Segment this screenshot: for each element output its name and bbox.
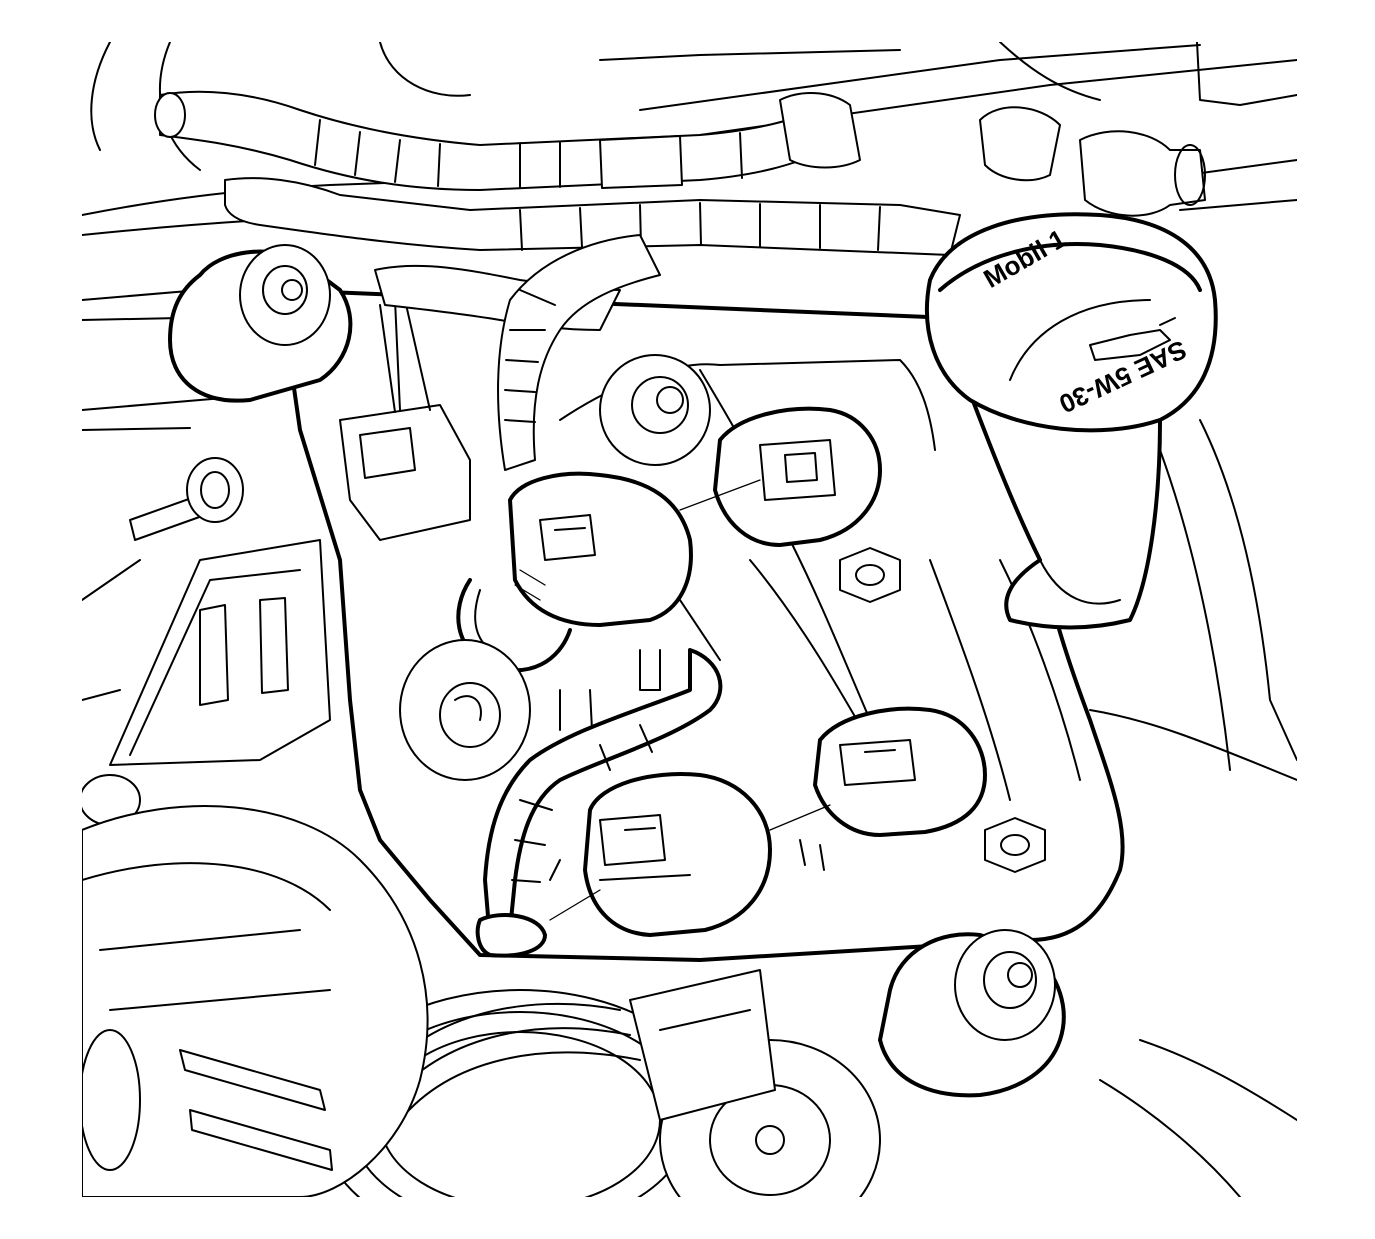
mount-boss-lower-right bbox=[878, 929, 1066, 1098]
sensor-1-receptacle[interactable] bbox=[679, 406, 882, 547]
stud-bolt bbox=[129, 457, 244, 541]
sensor-2-receptacle[interactable] bbox=[769, 706, 987, 837]
sensor-1-harness-connector[interactable] bbox=[456, 471, 693, 672]
wiring-harness-branch-upper bbox=[374, 234, 661, 471]
sensor-2-harness-connector[interactable] bbox=[549, 772, 772, 937]
hex-bolt-2 bbox=[984, 817, 1046, 873]
oil-can-icon bbox=[1089, 317, 1176, 361]
mounting-bracket bbox=[82, 539, 331, 826]
hose-fitting-right bbox=[979, 106, 1206, 217]
alternator bbox=[82, 805, 429, 1197]
oil-filler-cap[interactable]: Mobil 1 SAE 5W-30 bbox=[925, 212, 1218, 433]
hex-bolt-1 bbox=[839, 547, 901, 603]
mount-boss-center bbox=[599, 354, 711, 466]
wiring-harness-branch-lower bbox=[475, 648, 723, 958]
mount-boss-upper-left bbox=[168, 244, 353, 403]
wiring-harness-upper bbox=[154, 90, 961, 256]
tensioner-body bbox=[629, 969, 776, 1121]
sensor-connector-upper-left bbox=[339, 299, 471, 541]
cam-sensor-body bbox=[399, 639, 531, 781]
